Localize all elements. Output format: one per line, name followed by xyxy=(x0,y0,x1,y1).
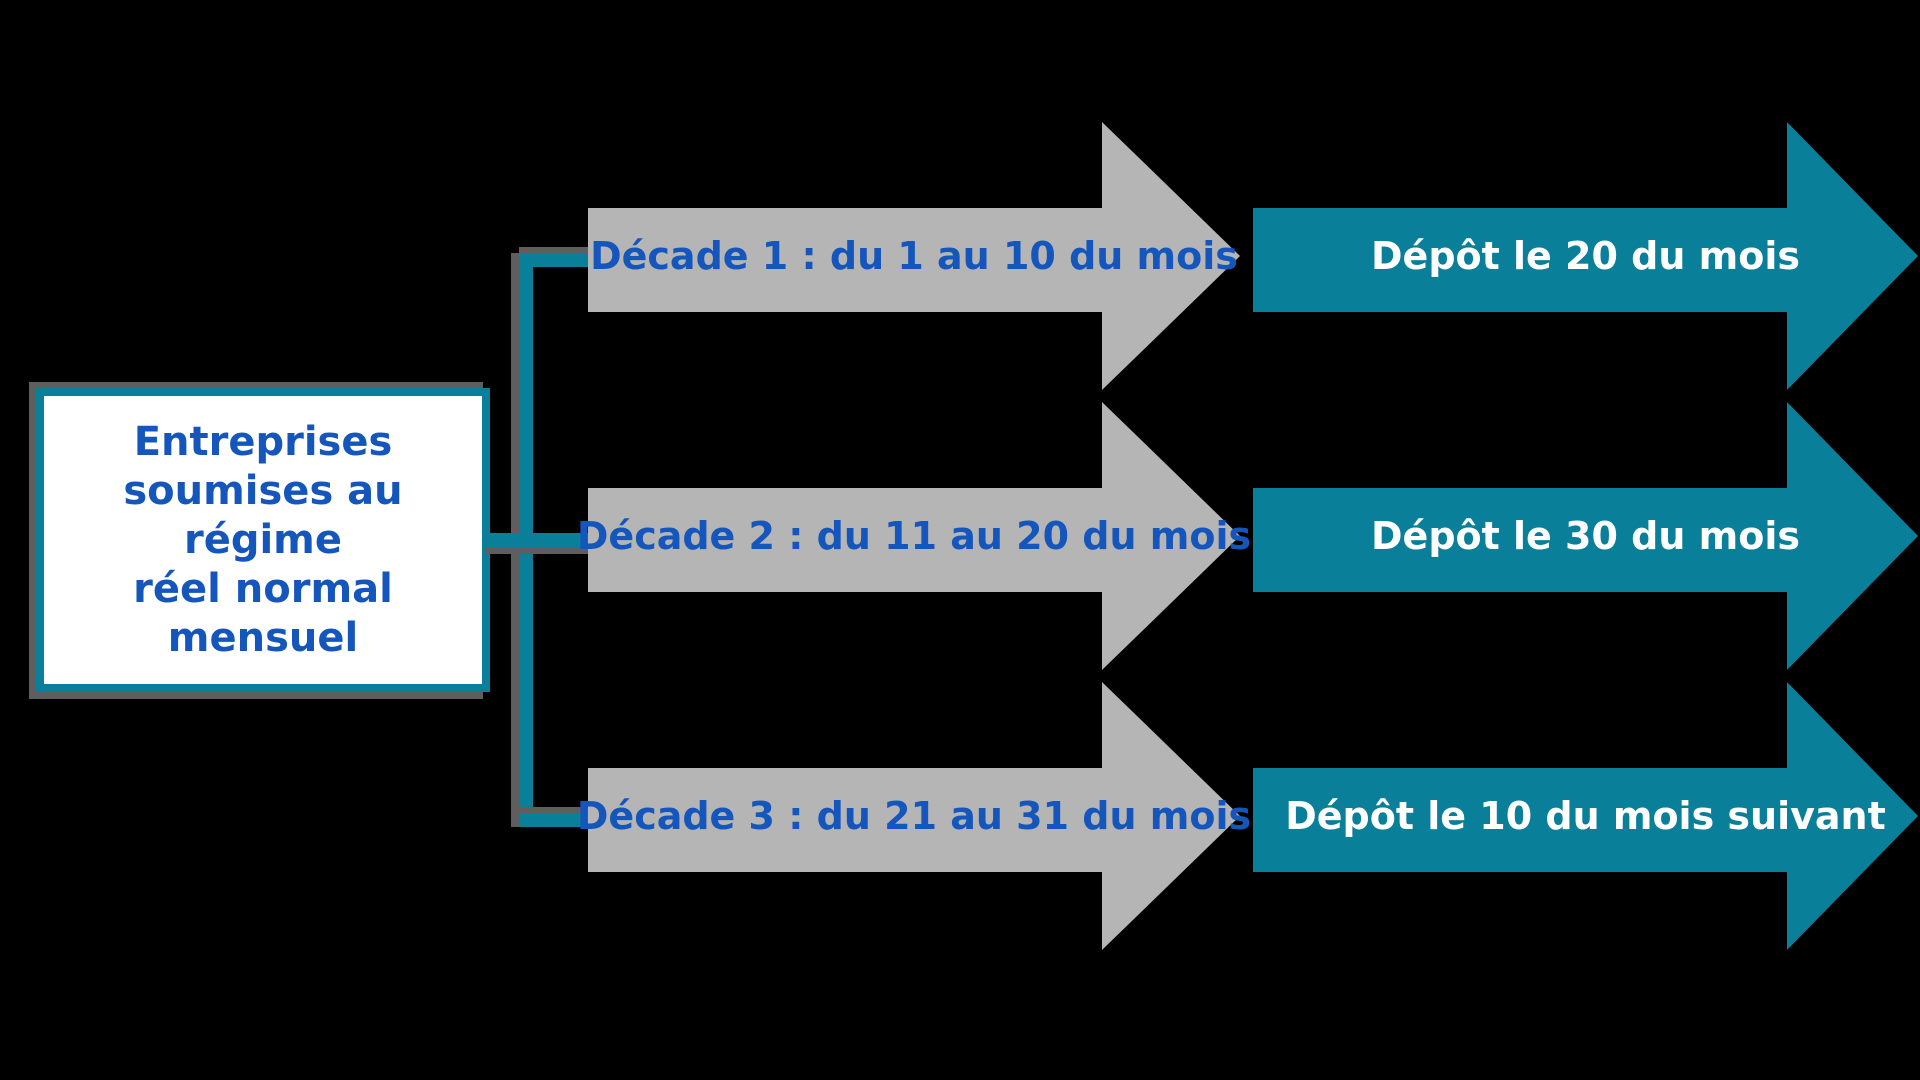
root-box-label: Entreprises soumises au régime réel norm… xyxy=(123,418,403,661)
deposit-2-arrow-label: Dépôt le 30 du mois xyxy=(1371,514,1800,558)
deposit-1-arrow: Dépôt le 20 du mois xyxy=(1253,122,1918,390)
decade-3-arrow: Décade 3 : du 21 au 31 du mois xyxy=(576,682,1252,950)
root-box: Entreprises soumises au régime réel norm… xyxy=(36,388,490,692)
decade-3-arrow-label: Décade 3 : du 21 au 31 du mois xyxy=(576,794,1252,838)
decade-1-arrow: Décade 1 : du 1 au 10 du mois xyxy=(588,122,1240,390)
deposit-3-arrow-label: Dépôt le 10 du mois suivant xyxy=(1285,794,1886,838)
connector-branch-decade-2 xyxy=(486,533,589,547)
connector-branch-decade-3 xyxy=(519,813,589,827)
deposit-3-arrow: Dépôt le 10 du mois suivant xyxy=(1253,682,1918,950)
deposit-1-arrow-label: Dépôt le 20 du mois xyxy=(1371,234,1800,278)
decade-2-arrow: Décade 2 : du 11 au 20 du mois xyxy=(576,402,1252,670)
decade-1-arrow-label: Décade 1 : du 1 au 10 du mois xyxy=(590,234,1238,278)
connector-branch-decade-1 xyxy=(519,253,589,267)
deposit-2-arrow: Dépôt le 30 du mois xyxy=(1253,402,1918,670)
decade-2-arrow-label: Décade 2 : du 11 au 20 du mois xyxy=(576,514,1252,558)
